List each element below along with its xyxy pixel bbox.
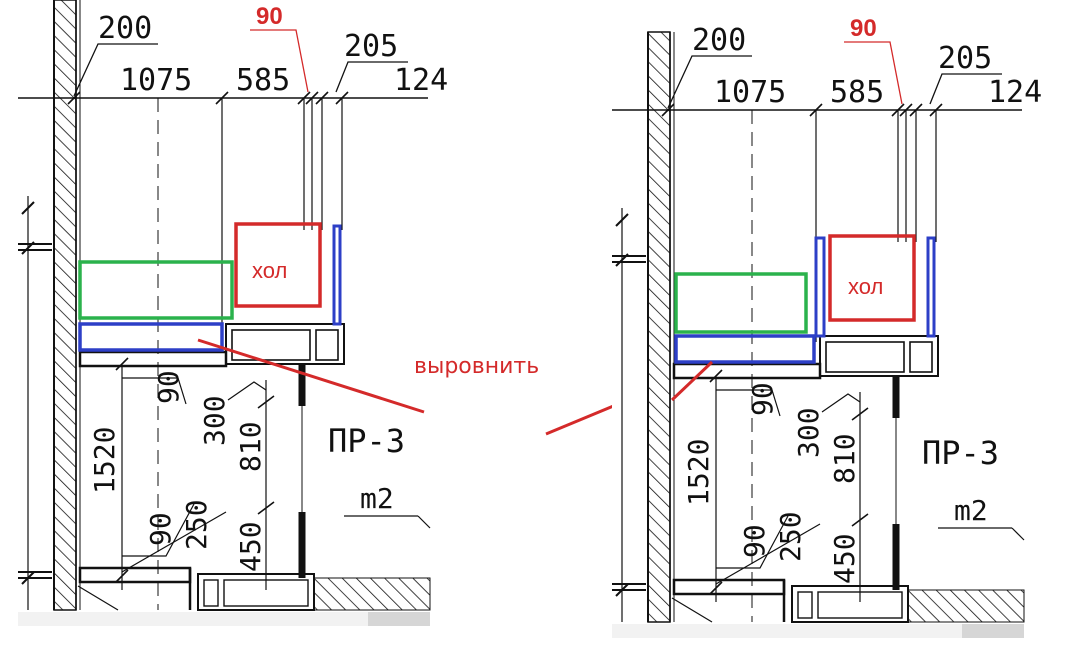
blue-highlight-left: [814, 236, 826, 338]
green-highlight: [674, 272, 808, 334]
dim-205: 205: [344, 29, 398, 64]
dim-810: 810: [234, 421, 267, 472]
mark-pr3: ПР-3: [328, 422, 405, 460]
wall-hatch: [647, 31, 671, 623]
dim-124: 124: [394, 63, 448, 98]
red-fridge-box: [828, 234, 916, 322]
dim-250: 250: [774, 511, 807, 562]
dim-1075: 1075: [714, 75, 786, 110]
alignment-arrow-left: [197, 338, 425, 414]
dim-585: 585: [236, 63, 290, 98]
blue-highlight-side: [926, 236, 936, 338]
dim-1520: 1520: [88, 427, 121, 494]
scrollbar-track[interactable]: [612, 624, 1024, 638]
dim-90-bottom: 90: [738, 524, 771, 558]
dim-200: 200: [692, 23, 746, 58]
dim-810: 810: [828, 433, 861, 484]
floor-plan-before: 200 90 205 1075 585 124: [18, 0, 448, 611]
dim-250: 250: [180, 499, 213, 550]
dim-1520: 1520: [682, 439, 715, 506]
alignment-label: выровнить: [414, 354, 540, 379]
drawing-panel-after: 200 90 205 1075 585 124: [612, 12, 1042, 638]
dim-90-top: 90: [850, 15, 877, 42]
dim-300: 300: [792, 407, 825, 458]
blue-highlight-bottom: [674, 334, 816, 364]
mark-hol: хол: [252, 258, 287, 283]
drawing-panel-before: 200 90 205 1075 585 124: [18, 0, 448, 626]
floor-plan-after: 200 90 205 1075 585 124: [612, 15, 1042, 623]
mark-m2: m2: [360, 482, 394, 515]
floor-hatch: [313, 577, 431, 611]
dim-300: 300: [198, 395, 231, 446]
dim-90-vertical: 90: [746, 382, 779, 416]
mark-pr3: ПР-3: [922, 434, 999, 472]
blue-highlight-side: [332, 224, 342, 326]
scrollbar-thumb[interactable]: [368, 612, 430, 626]
mark-hol: хол: [848, 274, 883, 299]
red-fridge-box: [234, 222, 322, 308]
dim-585: 585: [830, 75, 884, 110]
green-highlight: [78, 260, 234, 320]
dim-200: 200: [98, 11, 152, 46]
dim-124: 124: [988, 75, 1042, 110]
scrollbar-track[interactable]: [18, 612, 430, 626]
dim-205: 205: [938, 41, 992, 76]
dim-450: 450: [828, 533, 861, 584]
blue-highlight-bottom: [78, 322, 224, 352]
dim-90-vertical: 90: [152, 370, 185, 404]
floor-hatch: [907, 589, 1025, 623]
scrollbar-thumb[interactable]: [962, 624, 1024, 638]
dim-1075: 1075: [120, 63, 192, 98]
dim-90-top: 90: [256, 3, 283, 30]
dim-450: 450: [234, 521, 267, 572]
dim-90-bottom: 90: [144, 512, 177, 546]
mark-m2: m2: [954, 494, 988, 527]
wall-hatch: [53, 0, 77, 611]
